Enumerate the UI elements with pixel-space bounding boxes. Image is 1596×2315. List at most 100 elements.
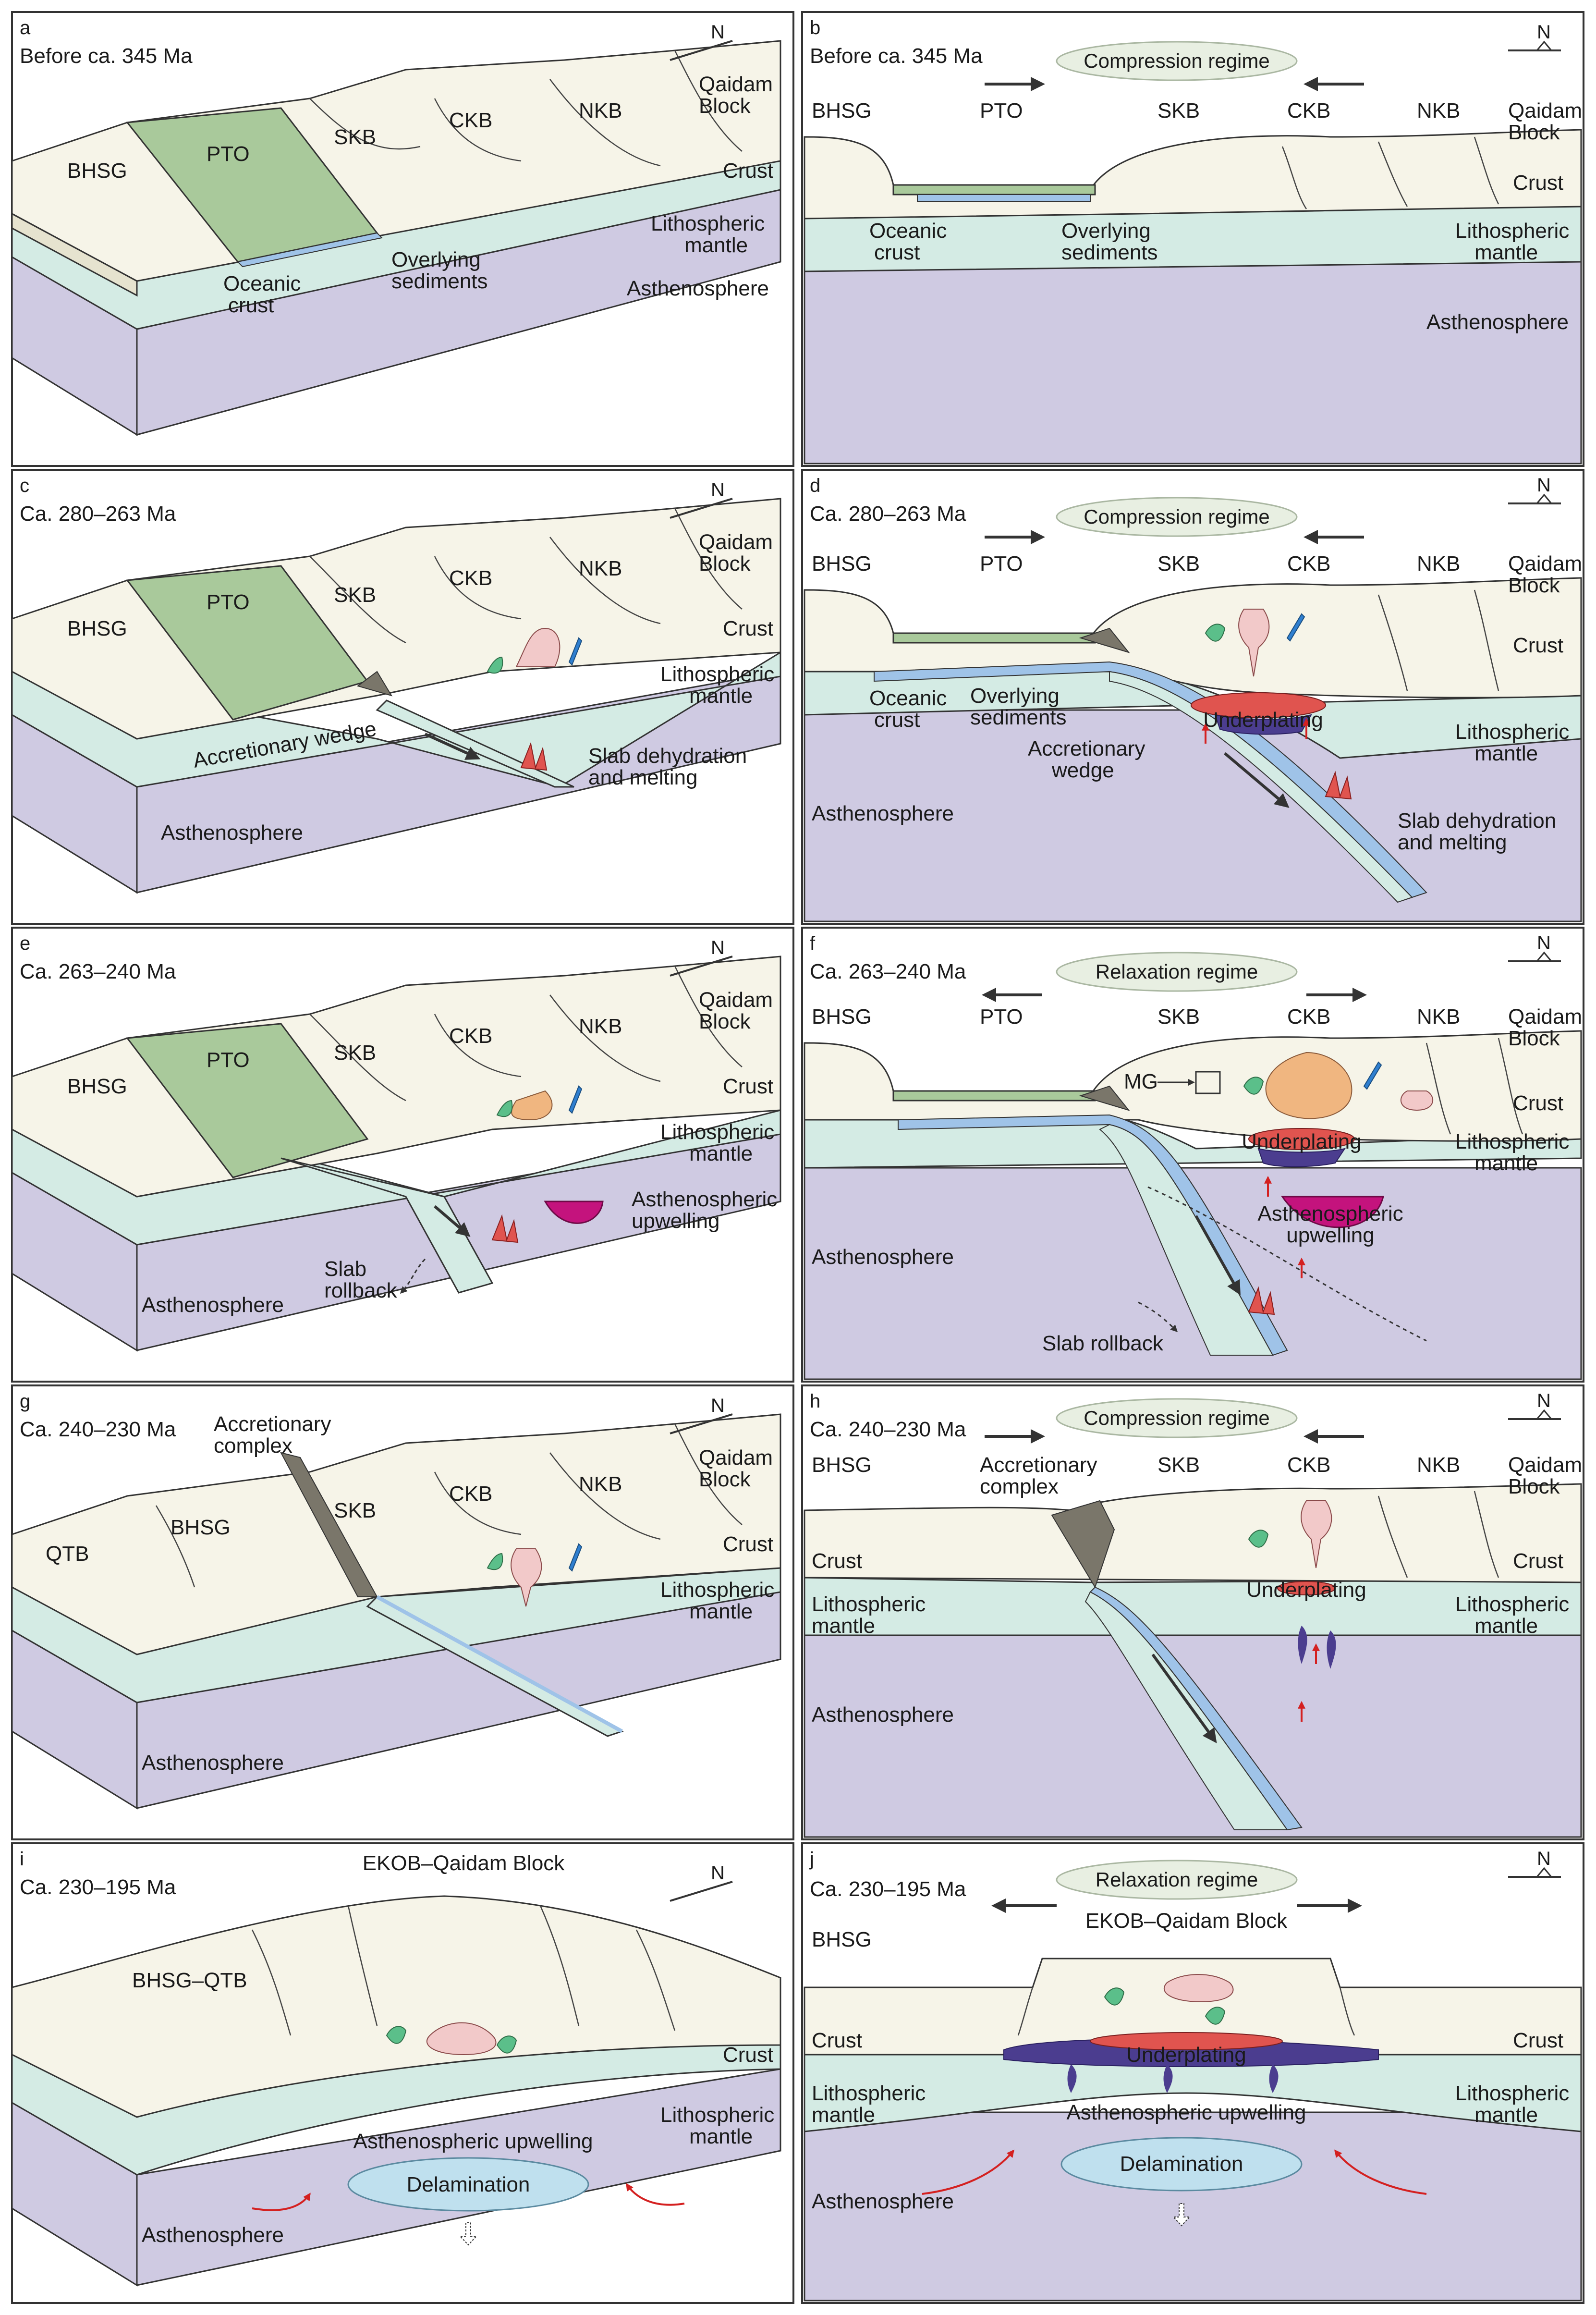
asthenospheric-upwelling-icon (1281, 1196, 1384, 1228)
label-wedge-2: wedge (1051, 759, 1114, 782)
label-oceanic-2: crust (874, 708, 920, 732)
label-litho-right-1: Lithospheric (1455, 2082, 1569, 2105)
label-overlying-2: sediments (1061, 241, 1158, 264)
label-nkb: NKB (579, 1472, 622, 1496)
label-ckb: CKB (449, 1024, 492, 1048)
panel-f: f Ca. 263–240 Ma Relaxation regime BHSG … (801, 927, 1584, 1383)
label-litho-1: Lithospheric (1455, 1130, 1569, 1153)
delamination-body-icon (347, 2157, 589, 2212)
north-label: N (1537, 1848, 1551, 1869)
label-oceanic-1: Oceanic (869, 686, 947, 710)
granite-pluton-icon (515, 627, 560, 667)
panel-letter: f (810, 933, 816, 954)
north-label: N (711, 479, 725, 501)
underplating-body-icon (1191, 692, 1326, 718)
regime-label: Compression regime (1084, 1407, 1269, 1429)
label-slab-1: Slab dehydration (588, 744, 747, 768)
dyke-icon (1363, 1061, 1382, 1090)
label-skb: SKB (334, 125, 376, 149)
underplating-body-icon (1090, 2032, 1283, 2050)
label-crust-left: Crust (812, 1549, 862, 1573)
panel-letter: d (810, 475, 820, 496)
granite-pluton-icon (1265, 1052, 1352, 1119)
label-block: Block (699, 552, 751, 576)
panel-letter: a (20, 17, 31, 38)
north-arrow-icon: N (1508, 475, 1561, 504)
label-ckb: CKB (449, 566, 492, 590)
panel-age: Ca. 230–195 Ma (20, 1875, 176, 1899)
panel-g: g Ca. 240–230 Ma QTB BHSG SKB CKB NKB Qa… (11, 1384, 794, 1840)
label-asthenosphere: Asthenosphere (161, 821, 303, 845)
label-slab-2: and melting (588, 766, 697, 789)
label-nkb: NKB (1417, 99, 1460, 122)
label-upwelling-1: Asthenospheric (632, 1188, 777, 1211)
panel-age: Ca. 240–230 Ma (810, 1418, 966, 1441)
label-pto: PTO (207, 590, 250, 614)
subduction-arrow (434, 1205, 471, 1237)
label-litho-2: mantle (1474, 1151, 1538, 1175)
label-qtb: QTB (46, 1542, 89, 1566)
label-litho-right-2: mantle (1474, 1614, 1538, 1638)
north-label: N (1537, 22, 1551, 43)
granite-pluton-icon (1164, 1974, 1234, 2003)
rollback-arrow (400, 1258, 426, 1294)
label-asthenosphere: Asthenosphere (1426, 310, 1569, 334)
mafic-intrusion-icon (1243, 1077, 1264, 1095)
label-ckb: CKB (1287, 552, 1330, 576)
mafic-intrusion-icon (1205, 624, 1226, 642)
label-block: Block (1508, 1027, 1560, 1050)
delamination-body-icon (1060, 2137, 1303, 2192)
label-delamination: Delamination (407, 2173, 530, 2196)
panel-letter: i (20, 1849, 24, 1870)
asthenospheric-upwelling-icon (544, 1200, 604, 1224)
label-nkb: NKB (1417, 552, 1460, 576)
label-title: EKOB–Qaidam Block (1085, 1909, 1288, 1933)
label-bhsg: BHSG (812, 552, 872, 576)
panel-j: j Ca. 230–195 Ma Relaxation regime EKOB–… (801, 1842, 1584, 2304)
label-nkb: NKB (579, 99, 622, 122)
label-litho-2: mantle (684, 233, 748, 257)
slab-melt-icon (491, 1214, 519, 1243)
label-litho-left-2: mantle (812, 1614, 875, 1638)
panel-letter: h (810, 1391, 820, 1412)
mafic-intrusion-icon (487, 1553, 503, 1570)
label-asthenosphere: Asthenosphere (142, 1751, 284, 1775)
north-arrow-icon: N (1508, 932, 1561, 962)
label-rollback: Slab rollback (1042, 1332, 1164, 1355)
label-crust: Crust (1513, 171, 1563, 195)
regime-label: Relaxation regime (1096, 960, 1258, 983)
dyke-icon (1286, 613, 1305, 642)
panel-letter: c (20, 475, 29, 496)
label-skb: SKB (334, 1499, 376, 1522)
label-mg: MG (1124, 1070, 1158, 1093)
label-block: Block (1508, 574, 1560, 597)
label-litho-2: mantle (689, 1142, 753, 1165)
panel-a: a Before ca. 345 Ma BHSG PTO SKB CKB NKB… (11, 11, 794, 467)
label-ckb: CKB (1287, 1453, 1330, 1477)
label-litho-1: Lithospheric (651, 212, 765, 235)
regime-label: Relaxation regime (1096, 1868, 1258, 1891)
label-upwelling-2: upwelling (632, 1209, 719, 1233)
north-label: N (1537, 475, 1551, 496)
north-arrow-icon: N (670, 937, 733, 977)
regime-ellipse (1056, 952, 1298, 992)
label-slab-1: Slab dehydration (1398, 809, 1556, 833)
label-upwelling: Asthenospheric upwelling (1067, 2101, 1306, 2124)
north-label: N (711, 1395, 725, 1416)
label-overlying-2: sediments (970, 706, 1067, 729)
label-nkb: NKB (579, 1015, 622, 1038)
label-skb: SKB (334, 1041, 376, 1065)
panel-age: Ca. 263–240 Ma (810, 960, 966, 983)
panel-age: Before ca. 345 Ma (20, 44, 193, 68)
label-crust: Crust (723, 617, 773, 640)
label-litho-2: mantle (689, 2125, 753, 2148)
label-asthenosphere: Asthenosphere (812, 1245, 954, 1269)
regime-ellipse (1056, 41, 1298, 81)
label-crust: Crust (723, 2043, 773, 2067)
label-crust: Crust (723, 159, 773, 183)
granite-pluton-icon (1238, 609, 1270, 677)
granite-pluton-icon (511, 1548, 542, 1607)
regime-label: Compression regime (1084, 505, 1269, 528)
label-asthenosphere: Asthenosphere (812, 1703, 954, 1727)
